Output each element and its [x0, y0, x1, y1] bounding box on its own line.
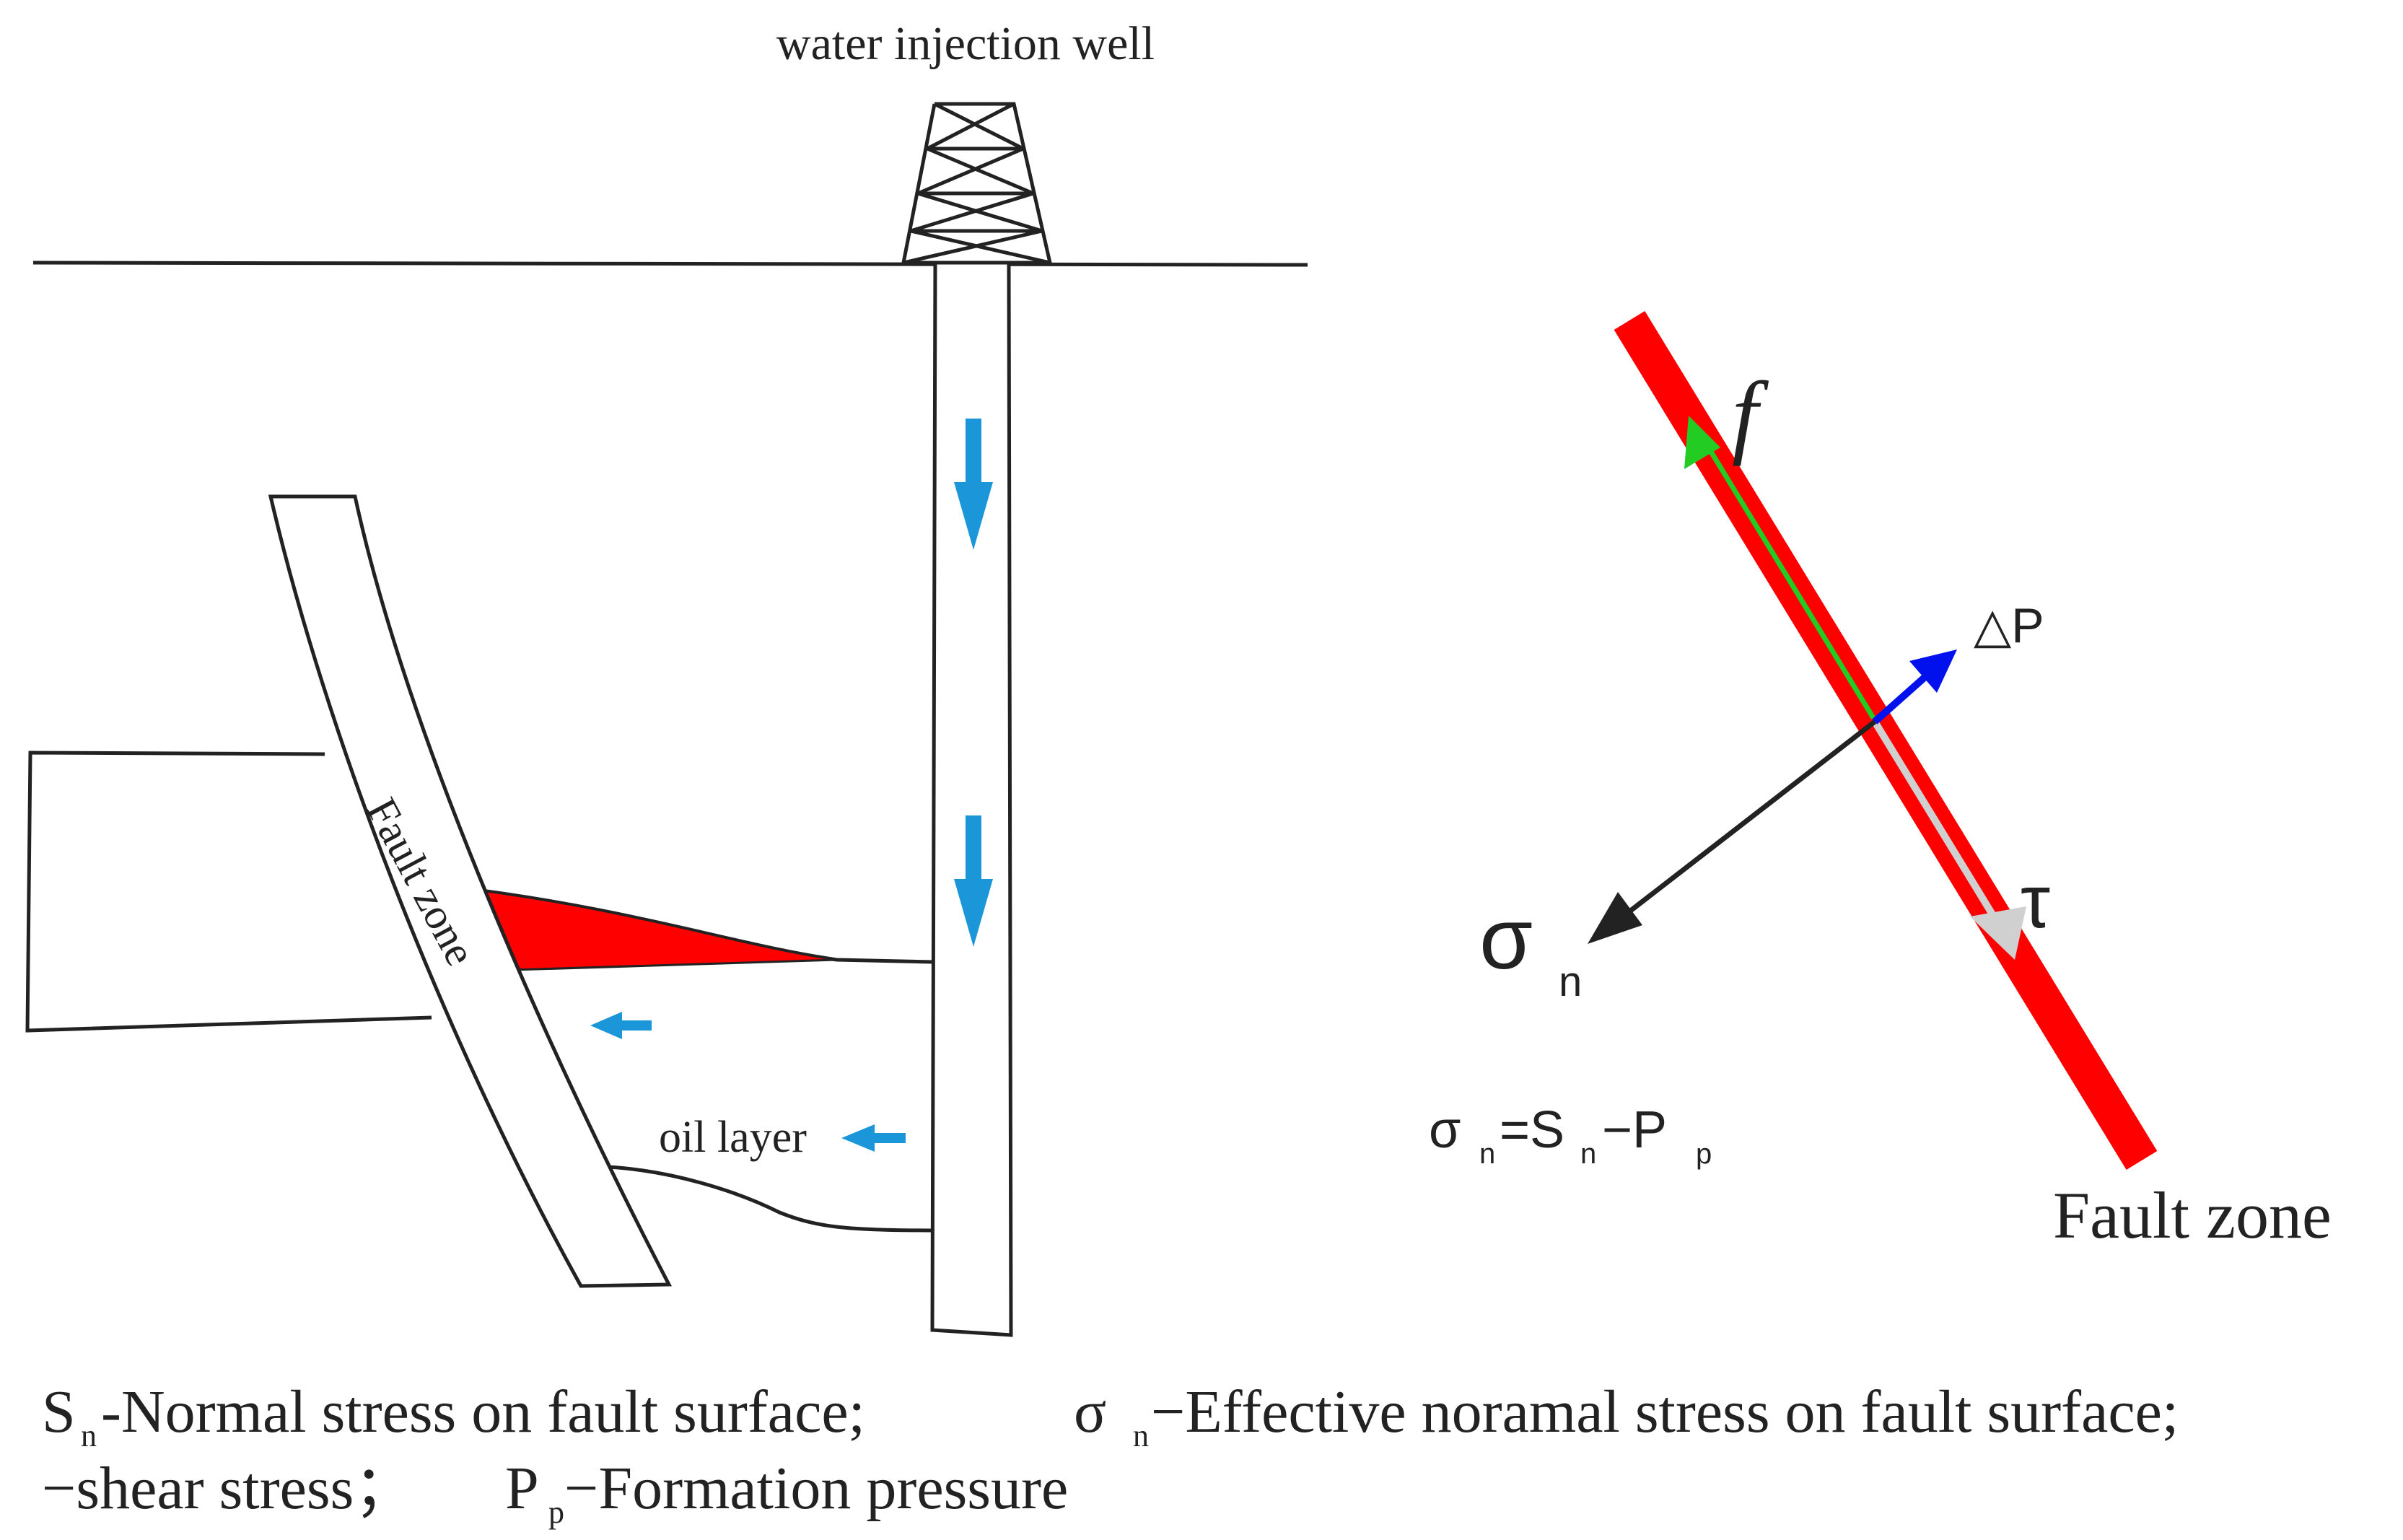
fault-zone-label-right: Fault zone	[2053, 1178, 2332, 1252]
caption-line-2: −shear stress； P p −Formation pressure	[42, 1455, 1068, 1536]
stress-diagram: f △P τ σ n σ n =S n −P p Fault zone	[1429, 310, 2332, 1252]
left-flow-arrow-icon	[841, 1124, 906, 1152]
fault-zone-band	[268, 494, 673, 1288]
delta-p-arrow	[1872, 673, 1930, 725]
caption-line-1: S n -Normal stress on fault surface; σ n…	[42, 1378, 2179, 1460]
oil-layer-bottom	[607, 1165, 933, 1233]
delta-p-label: △P	[1974, 598, 2044, 653]
well-title: water injection well	[776, 17, 1155, 70]
down-flow-arrow-icon	[954, 815, 993, 947]
tau-label: τ	[2021, 860, 2050, 944]
caption: S n -Normal stress on fault surface; σ n…	[42, 1378, 2179, 1536]
shear-stress-arrowhead	[1970, 906, 2026, 960]
ground-surface	[32, 261, 1308, 267]
well-bore	[930, 261, 1013, 1337]
derrick-icon	[901, 102, 1053, 265]
left-formation-block	[25, 751, 432, 1033]
sigma-subscript: n	[1559, 958, 1582, 1005]
normal-stress-arrowhead	[1588, 892, 1642, 944]
sigma-symbol: σ	[1479, 891, 1533, 987]
shear-stress-arrow	[1871, 719, 2006, 933]
oil-layer-label: oil layer	[659, 1113, 807, 1162]
left-flow-arrow-icon	[590, 1012, 652, 1039]
down-flow-arrow-icon	[954, 419, 993, 550]
effective-stress-equation: σ n =S n −P p	[1429, 1101, 1712, 1175]
sigma-label: σ n	[1479, 891, 1582, 1005]
friction-label: f	[1732, 363, 1769, 467]
cross-section: water injection well Fault zone oil laye…	[25, 17, 1308, 1337]
friction-arrowhead	[1684, 416, 1720, 469]
oil-accumulation-wedge	[457, 886, 838, 972]
delta-p-arrowhead	[1909, 649, 1957, 693]
friction-arrow	[1697, 430, 1875, 719]
normal-stress-arrow	[1617, 719, 1877, 922]
